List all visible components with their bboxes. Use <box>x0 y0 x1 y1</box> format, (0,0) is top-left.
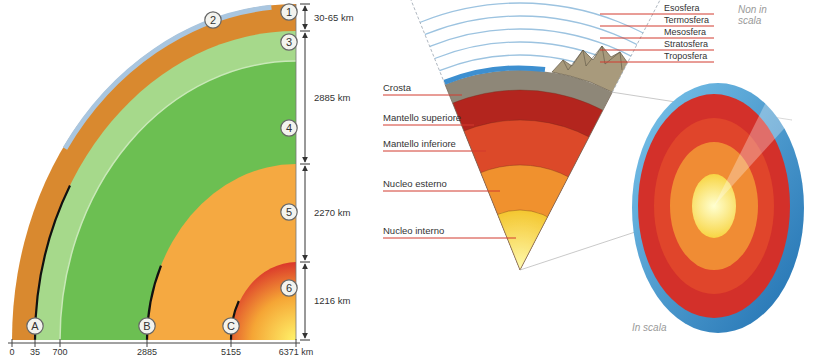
atmosphere-layer-label: Termosfera <box>664 15 709 26</box>
callout-circle: B <box>138 317 156 335</box>
earth-sphere <box>520 83 804 333</box>
dimension-label: 2270 km <box>314 207 350 218</box>
dimension-label: 2885 km <box>314 92 350 103</box>
callout-ring <box>139 318 155 334</box>
axis-tick-label: 2885 <box>137 347 157 358</box>
layer-label: Nucleo interno <box>383 225 444 236</box>
callout-ring <box>223 318 239 334</box>
dimension-arrows <box>300 4 310 340</box>
atmosphere-layer-label: Troposfera <box>664 51 707 62</box>
depth-axis <box>8 339 300 347</box>
axis-tick-label: 700 <box>52 347 67 358</box>
callout-ring <box>27 318 43 334</box>
callout-number: A <box>31 320 38 332</box>
callout-number: 4 <box>286 122 292 134</box>
callout-circle: C <box>222 317 240 335</box>
callout-number: B <box>143 320 150 332</box>
axis-tick-label: 35 <box>30 347 40 358</box>
callout-ring <box>281 204 297 220</box>
dimension-label: 1216 km <box>314 295 350 306</box>
callout-ring <box>281 4 297 20</box>
callout-circle: 2 <box>204 11 222 29</box>
atmosphere-layer-label: Mesosfera <box>664 27 706 38</box>
scale-note: Non in scala <box>738 4 778 26</box>
callout-number: 1 <box>286 6 292 18</box>
callout-ring <box>281 280 297 296</box>
axis-tick-label: 6371 km <box>279 347 314 358</box>
callout-circle: A <box>26 317 44 335</box>
callout-circle: 3 <box>280 33 298 51</box>
callout-circle: 4 <box>280 119 298 137</box>
layer-label: Crosta <box>383 82 411 93</box>
callout-number: 3 <box>286 36 292 48</box>
dimension-label: 30-65 km <box>314 12 354 23</box>
callout-number: 5 <box>286 206 292 218</box>
callout-number: C <box>227 320 235 332</box>
layer-label: Mantello superiore <box>383 112 461 123</box>
atmosphere-layer-label: Esosfera <box>664 3 700 14</box>
atmosphere-layer-label: Stratosfera <box>664 39 708 50</box>
layer-label: Mantello inferiore <box>383 138 456 149</box>
axis-tick-label: 5155 <box>221 347 241 358</box>
wedge-edges <box>411 0 660 270</box>
callout-number: 2 <box>210 14 216 26</box>
layer-label: Nucleo esterno <box>383 178 447 189</box>
callout-ring <box>281 34 297 50</box>
quarter-section <box>12 4 296 340</box>
callout-ring <box>281 120 297 136</box>
scale-note: In scala <box>632 322 666 333</box>
callout-circle: 5 <box>280 203 298 221</box>
axis-tick-label: 0 <box>9 347 14 358</box>
callout-circle: 6 <box>280 279 298 297</box>
callout-circle: 1 <box>280 3 298 21</box>
callout-ring <box>205 12 221 28</box>
callout-number: 6 <box>286 282 292 294</box>
